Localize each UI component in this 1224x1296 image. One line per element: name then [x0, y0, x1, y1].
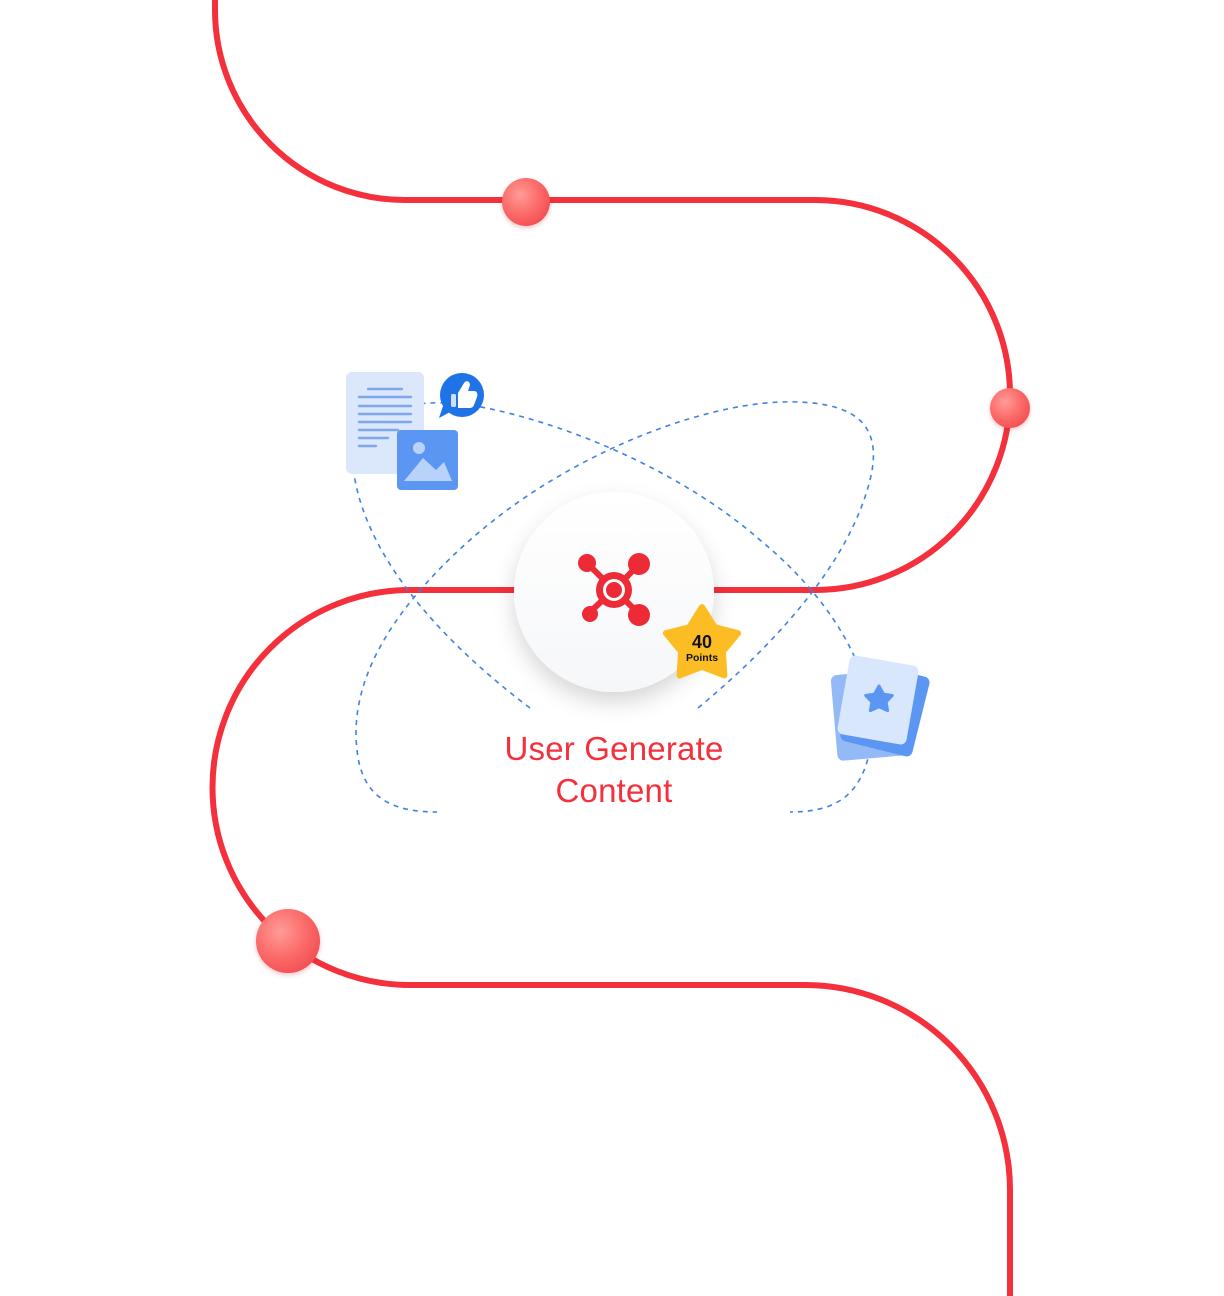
orbit-line-b	[355, 401, 875, 813]
node-title-line-1: User Generate	[504, 730, 724, 767]
thumbs-up-icon	[439, 373, 484, 418]
ugc-node	[514, 492, 714, 692]
star-badge-icon: 40 Points	[662, 604, 742, 679]
milestones	[256, 178, 1030, 973]
network-hub-icon	[578, 553, 650, 626]
badge-unit: Points	[686, 652, 718, 664]
node-title: User Generate Content	[434, 728, 794, 812]
milestone-dot-1	[502, 178, 550, 226]
milestone-dot-3	[256, 909, 320, 973]
badge-value: 40	[692, 632, 712, 652]
milestone-dot-2	[990, 388, 1030, 428]
star-cards-icon	[830, 655, 930, 761]
journey-path	[209, 0, 1013, 1296]
image-icon	[397, 430, 458, 490]
node-title-line-2: Content	[555, 772, 673, 809]
